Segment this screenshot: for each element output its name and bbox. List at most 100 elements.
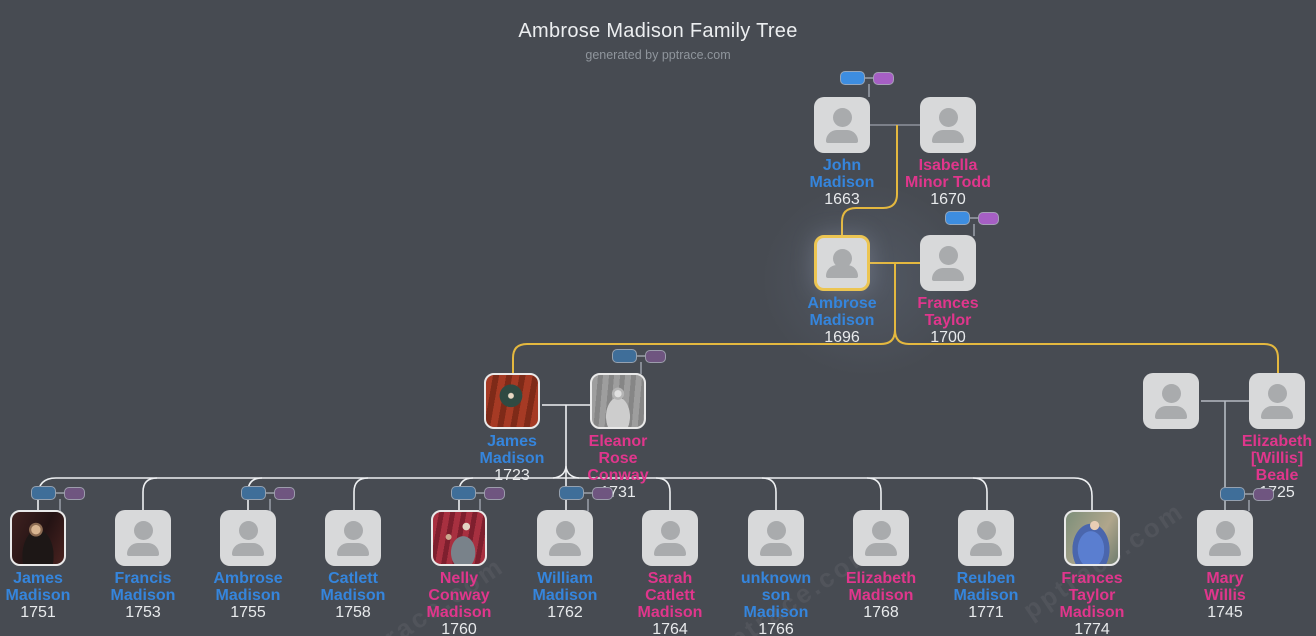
- mother-link-chip[interactable]: [978, 211, 999, 225]
- person-birth-year: 1663: [824, 191, 860, 208]
- person-name-line: Willis: [1204, 587, 1246, 604]
- person-birth-year: 1700: [930, 329, 966, 346]
- person-portrait[interactable]: [484, 373, 540, 429]
- person-birth-year: 1774: [1074, 621, 1110, 636]
- person-name-line: James: [487, 433, 537, 450]
- parent-link-chips-james-madison-1751[interactable]: [31, 486, 85, 511]
- person-name-line: Minor Todd: [905, 174, 991, 191]
- person-portrait[interactable]: [1064, 510, 1120, 566]
- chip-link-line: [266, 492, 274, 494]
- person-portrait[interactable]: [10, 510, 66, 566]
- person-card[interactable]: [1143, 373, 1199, 429]
- person-birth-year: 1696: [824, 329, 860, 346]
- mother-link-chip[interactable]: [484, 486, 505, 500]
- mother-link-chip[interactable]: [645, 349, 666, 363]
- parent-link-chips-frances-taylor-1700[interactable]: [945, 211, 999, 236]
- father-link-chip[interactable]: [241, 486, 266, 500]
- person-card[interactable]: [958, 510, 1014, 566]
- person-card[interactable]: [814, 235, 870, 291]
- chip-stem-line: [1248, 500, 1250, 511]
- person-card[interactable]: [115, 510, 171, 566]
- father-link-chip[interactable]: [451, 486, 476, 500]
- person-birth-year: 1771: [968, 604, 1004, 621]
- person-name-line: Taylor: [924, 312, 972, 329]
- person-name-line: Madison: [743, 604, 809, 621]
- person-name-line: Elizabeth: [845, 570, 917, 587]
- person-card[interactable]: [220, 510, 276, 566]
- parent-link-chips-ambrose-madison-1755[interactable]: [241, 486, 295, 511]
- page-subtitle: generated by pptrace.com: [585, 48, 731, 62]
- person-name-line: Madison: [637, 604, 703, 621]
- father-link-chip[interactable]: [945, 211, 970, 225]
- person-birth-year: 1766: [758, 621, 794, 636]
- parent-link-chips-william-madison-1762[interactable]: [559, 486, 613, 511]
- parent-link-chips-nelly-conway-madison-1760[interactable]: [451, 486, 505, 511]
- person-name-line: Madison: [426, 604, 492, 621]
- person-name-line: Catlett: [328, 570, 378, 587]
- person-card[interactable]: [642, 510, 698, 566]
- mother-link-chip[interactable]: [64, 486, 85, 500]
- parent-link-chips-eleanor-rose-conway-1731[interactable]: [612, 349, 666, 374]
- mother-link-chip[interactable]: [592, 486, 613, 500]
- chip-stem-line: [479, 499, 481, 511]
- person-card[interactable]: [1197, 510, 1253, 566]
- person-unnamed-spouse[interactable]: [1143, 373, 1199, 429]
- person-card[interactable]: [325, 510, 381, 566]
- person-portrait[interactable]: [590, 373, 646, 429]
- person-card[interactable]: [748, 510, 804, 566]
- person-name-line: son: [761, 587, 791, 604]
- father-link-chip[interactable]: [840, 71, 865, 85]
- chip-stem-line: [973, 224, 975, 236]
- parent-link-chips-mary-willis-1745[interactable]: [1220, 487, 1274, 511]
- person-card[interactable]: [920, 97, 976, 153]
- person-card[interactable]: [853, 510, 909, 566]
- person-card[interactable]: [537, 510, 593, 566]
- person-card[interactable]: [1249, 373, 1305, 429]
- person-name-line: Francis: [114, 570, 172, 587]
- page-title: Ambrose Madison Family Tree: [518, 20, 798, 42]
- person-birth-year: 1723: [494, 467, 530, 484]
- chip-stem-line: [587, 499, 589, 511]
- father-link-chip[interactable]: [1220, 487, 1245, 501]
- father-link-chip[interactable]: [612, 349, 637, 363]
- person-card[interactable]: [920, 235, 976, 291]
- person-card[interactable]: [814, 97, 870, 153]
- person-portrait[interactable]: [431, 510, 487, 566]
- mother-link-chip[interactable]: [1253, 487, 1274, 501]
- father-link-chip[interactable]: [559, 486, 584, 500]
- mother-link-chip[interactable]: [873, 71, 894, 85]
- person-name-line: Madison: [479, 450, 545, 467]
- mother-link-chip[interactable]: [274, 486, 295, 500]
- parent-link-chips-john-madison[interactable]: [840, 71, 894, 97]
- father-link-chip[interactable]: [31, 486, 56, 500]
- person-name-line: Nelly: [439, 570, 479, 587]
